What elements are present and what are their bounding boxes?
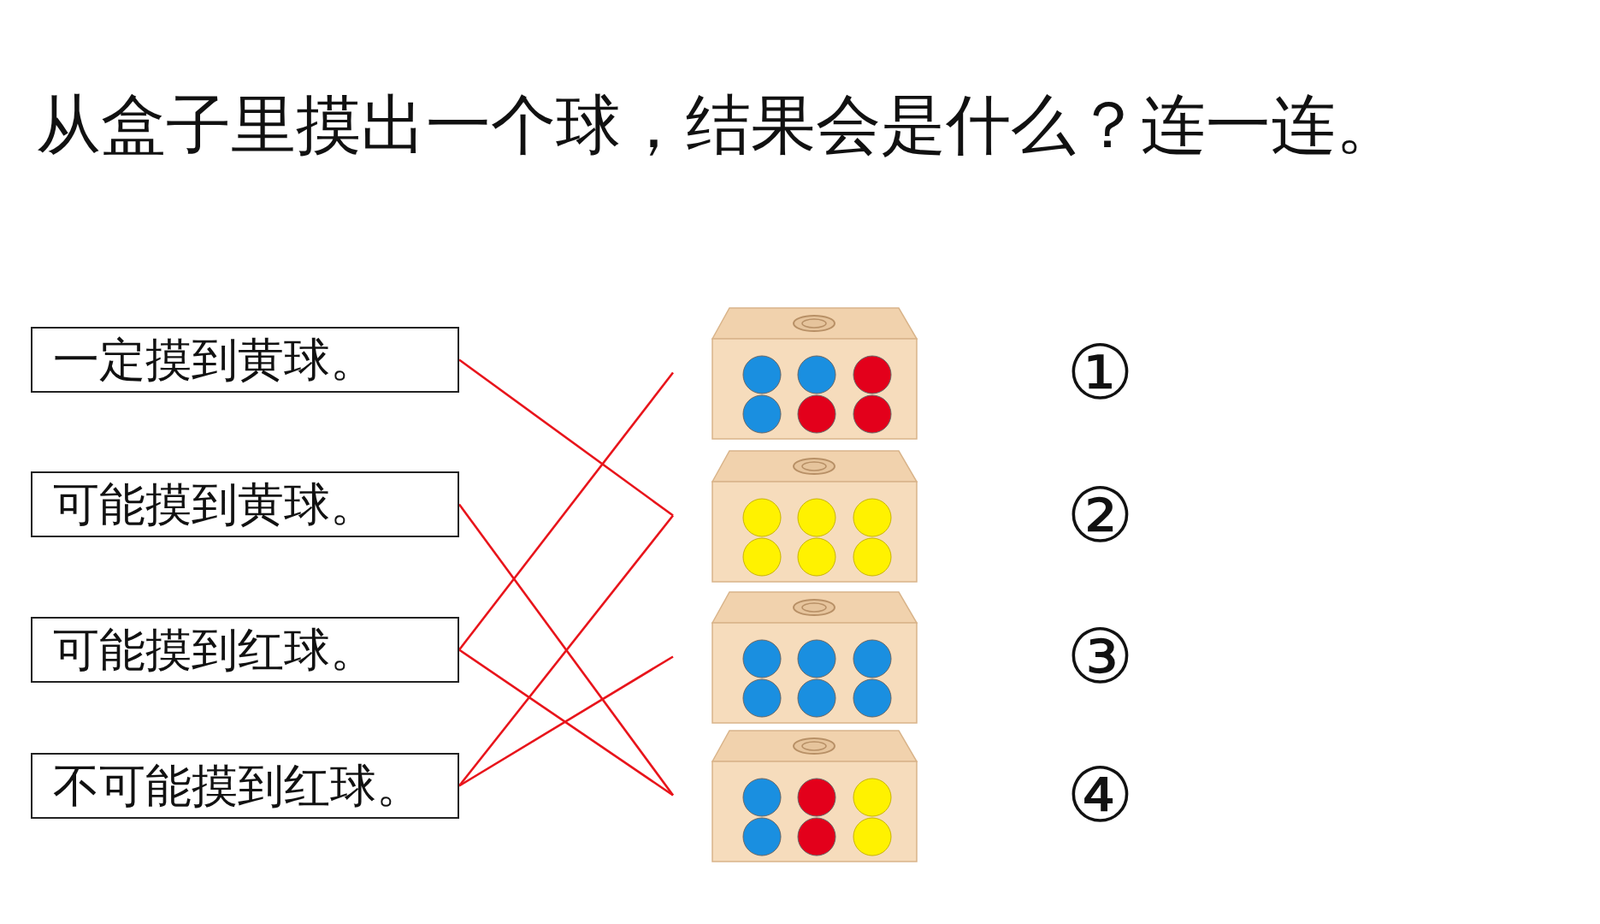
ball-box: ②: [673, 448, 1152, 582]
box-front: [712, 481, 917, 582]
match-line: [459, 504, 674, 796]
ball-box: ③: [673, 590, 1152, 723]
box-hole: [793, 738, 835, 754]
ball: [743, 395, 781, 433]
match-line: [459, 372, 674, 650]
ball: [797, 817, 836, 856]
statement-box: 可能摸到红球。: [30, 616, 460, 683]
ball: [853, 537, 892, 576]
box-lid: [712, 450, 917, 482]
ball: [743, 537, 781, 576]
ball: [853, 817, 892, 856]
statement-box: 不可能摸到红球。: [30, 752, 460, 819]
box-hole: [793, 315, 835, 331]
statement-box: 可能摸到黄球。: [30, 471, 460, 538]
ball: [853, 639, 892, 678]
box-hole: [793, 458, 835, 474]
match-line: [459, 360, 674, 516]
box-lid: [712, 591, 917, 623]
box-front: [712, 622, 917, 723]
title: 从盒子里摸出一个球，结果会是什么？连一连。: [35, 85, 1401, 164]
ball: [853, 395, 892, 433]
ball: [797, 537, 836, 576]
ball: [743, 817, 781, 856]
ball: [743, 639, 781, 678]
callout-number: ④: [1066, 757, 1134, 833]
ball: [797, 498, 836, 537]
box-front: [712, 761, 917, 862]
box-hole: [802, 741, 827, 750]
box-lid: [712, 730, 917, 762]
statement-box: 一定摸到黄球。: [30, 326, 460, 393]
callout-number: ③: [1066, 619, 1134, 695]
ball: [797, 355, 836, 394]
ball: [797, 678, 836, 717]
box-lid: [712, 307, 917, 339]
ball: [853, 498, 892, 537]
match-line: [459, 649, 674, 796]
statement-text: 可能摸到黄球。: [32, 478, 397, 530]
ball: [797, 639, 836, 678]
ball: [743, 355, 781, 394]
ball: [797, 778, 836, 816]
ball: [853, 678, 892, 717]
ball: [797, 395, 836, 433]
ball: [743, 678, 781, 717]
ball: [743, 778, 781, 816]
ball-box: ①: [673, 306, 1152, 439]
statement-text: 不可能摸到红球。: [32, 760, 443, 811]
box-hole: [802, 461, 827, 471]
ball: [853, 778, 892, 816]
ball: [743, 498, 781, 537]
callout-number: ①: [1066, 335, 1134, 411]
box-hole: [802, 318, 827, 328]
box-hole: [793, 599, 835, 615]
ball-box: ④: [673, 728, 1152, 862]
box-hole: [802, 602, 827, 612]
match-line: [459, 515, 674, 786]
ball: [853, 355, 892, 394]
statement-text: 可能摸到红球。: [32, 624, 397, 675]
match-line: [459, 656, 674, 786]
statement-text: 一定摸到黄球。: [32, 334, 397, 385]
callout-number: ②: [1066, 478, 1134, 554]
box-front: [712, 338, 917, 439]
